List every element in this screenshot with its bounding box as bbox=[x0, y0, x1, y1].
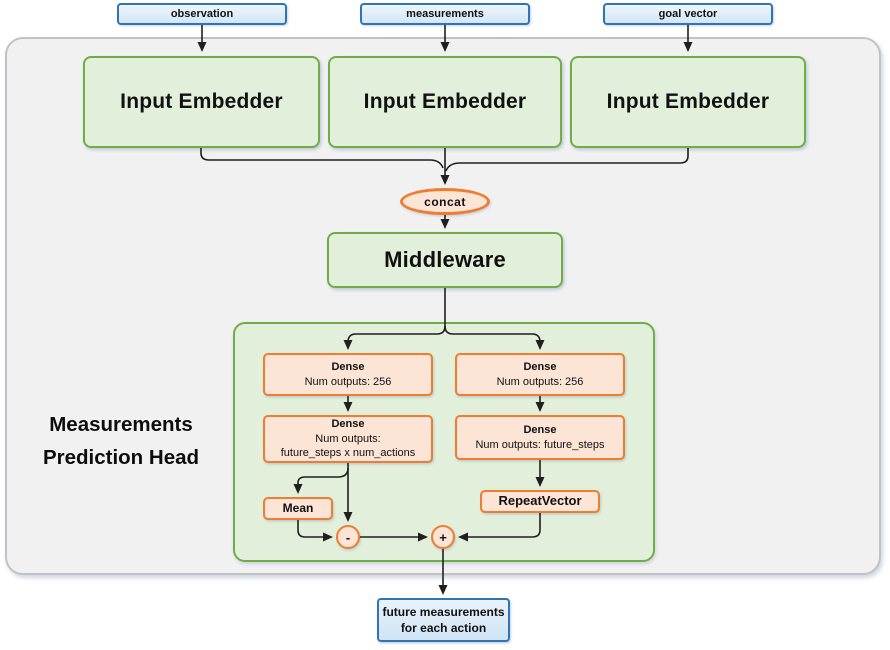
prediction-head-title-line1: Measurements bbox=[49, 413, 193, 436]
minus-label: - bbox=[345, 529, 351, 545]
input-embedder-observation: Input Embedder bbox=[83, 56, 320, 148]
embedder-label: Input Embedder bbox=[606, 90, 770, 113]
minus-operator-node: - bbox=[336, 525, 360, 549]
prediction-head-title-line2: Prediction Head bbox=[42, 446, 200, 469]
embedder-label: Input Embedder bbox=[363, 90, 527, 113]
repeat-vector-node: RepeatVector bbox=[480, 490, 600, 513]
dense-detail: Num outputs: bbox=[315, 432, 381, 445]
dense-title: Dense bbox=[331, 418, 365, 431]
dense-title: Dense bbox=[331, 361, 365, 373]
input-label: goal vector bbox=[658, 8, 718, 20]
input-label: observation bbox=[170, 8, 234, 20]
dense-right-2: Dense Num outputs: future_steps bbox=[455, 415, 625, 460]
plus-operator-node: + bbox=[431, 525, 455, 549]
dense-left-1: Dense Num outputs: 256 bbox=[263, 353, 433, 396]
dense-detail: Num outputs: 256 bbox=[496, 375, 584, 388]
mean-label: Mean bbox=[282, 501, 314, 516]
concat-node: concat bbox=[400, 188, 490, 215]
repeat-vector-label: RepeatVector bbox=[498, 493, 582, 509]
prediction-head-title: Measurements Prediction Head bbox=[15, 408, 227, 474]
dense-title: Dense bbox=[523, 361, 557, 373]
input-embedder-measurements: Input Embedder bbox=[328, 56, 562, 148]
input-label: measurements bbox=[406, 8, 484, 20]
dense-title: Dense bbox=[523, 424, 557, 436]
embedder-label: Input Embedder bbox=[120, 90, 283, 113]
input-node-measurements: measurements bbox=[360, 3, 530, 25]
concat-label: concat bbox=[424, 194, 466, 209]
input-node-observation: observation bbox=[117, 3, 287, 25]
output-label-line2: for each action bbox=[400, 621, 487, 635]
mean-node: Mean bbox=[263, 497, 333, 520]
dense-right-1: Dense Num outputs: 256 bbox=[455, 353, 625, 396]
dense-detail: future_steps x num_actions bbox=[280, 447, 416, 460]
middleware-label: Middleware bbox=[384, 247, 506, 272]
dense-detail: Num outputs: 256 bbox=[304, 375, 392, 388]
input-embedder-goal-vector: Input Embedder bbox=[570, 56, 806, 148]
output-label-line1: future measurements bbox=[382, 605, 505, 619]
output-node-future-measurements: future measurements for each action bbox=[377, 598, 510, 642]
dense-detail: Num outputs: future_steps bbox=[475, 438, 605, 451]
plus-label: + bbox=[439, 529, 447, 545]
dense-left-2: Dense Num outputs: future_steps x num_ac… bbox=[263, 415, 433, 463]
input-node-goal-vector: goal vector bbox=[603, 3, 773, 25]
middleware-node: Middleware bbox=[327, 232, 563, 288]
